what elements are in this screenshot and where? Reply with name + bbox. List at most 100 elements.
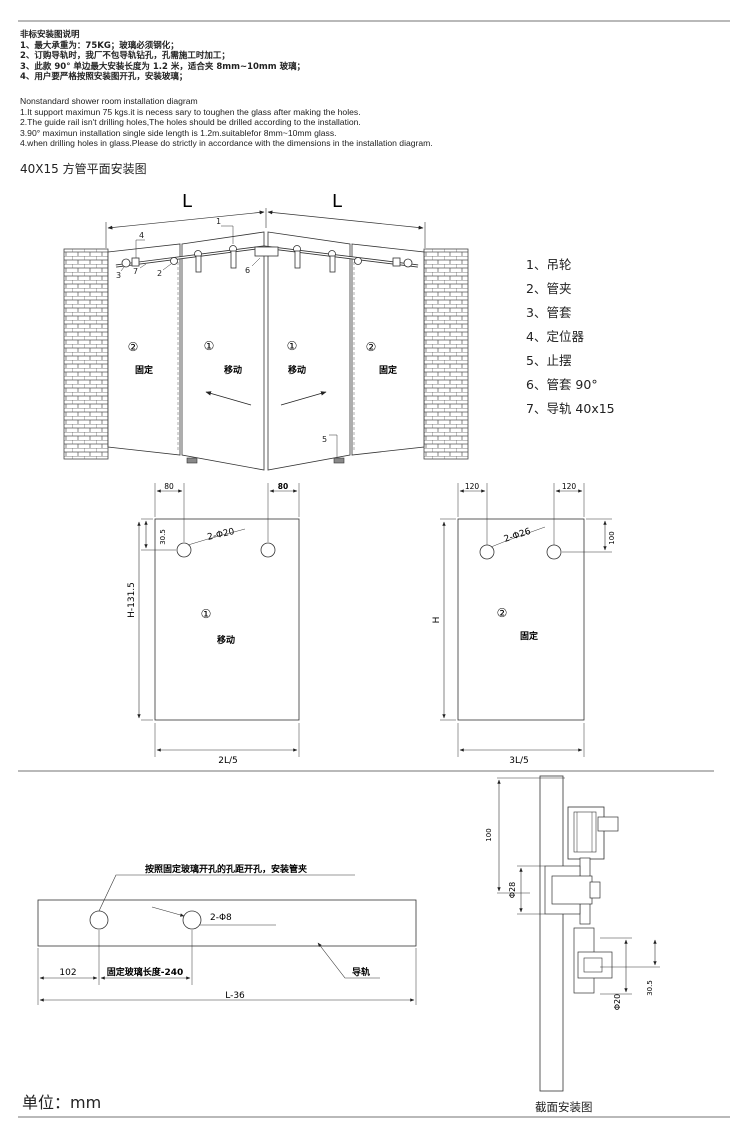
dim-line-right: [267, 210, 424, 230]
dim-text: Φ28: [508, 882, 517, 898]
dim-text: 120: [465, 482, 480, 491]
fixed-panel-detail: 120 120 100 2-Φ26 H ② 固定 3L/5: [432, 482, 616, 766]
panel-number: ②: [128, 340, 139, 354]
notes-en-line: 2.The guide rail isn't drilling holes,Th…: [20, 117, 361, 128]
panel-number: ②: [366, 340, 377, 354]
hanging-wheel-plate: [294, 250, 301, 269]
legend-item: 4、定位器: [526, 329, 584, 344]
dim-label-L: L: [332, 191, 342, 212]
dim-text: 102: [59, 968, 76, 978]
fixed-panel-right: [351, 243, 425, 456]
legend-item: 3、管套: [526, 305, 572, 320]
plan-view: L L 1 2 3 4 5 6 7 ② ① ① ② 固定: [63, 191, 469, 471]
corner-sleeve-icon: [254, 246, 279, 257]
rail-hole: [89, 910, 109, 930]
rail-note: 按照固定玻璃开孔的孔距开孔，安装管夹: [145, 863, 307, 875]
notes-cn-line: 2、订购导轨时，我厂不包导轨钻孔，孔需施工时加工；: [20, 51, 230, 61]
panel-number: ②: [497, 606, 508, 620]
dim-text: 80: [164, 482, 174, 491]
notes-cn: 非标安装图说明 1、最大承重为：75KG；玻璃必须钢化； 2、订购导轨时，我厂不…: [20, 30, 305, 83]
notes-cn-line: 3、此款 90° 单边最大安装长度为 1.2 米，适合夹 8mm~10mm 玻璃…: [20, 61, 306, 72]
locator-icon: [131, 257, 140, 267]
rail-hole: [182, 910, 202, 930]
dim-text: 100: [608, 531, 616, 544]
legend-item: 7、导轨 40x15: [526, 401, 615, 416]
section-detail: 100 Φ28 Φ20 30.5: [485, 775, 660, 1092]
notes-en-line: 4.when drilling holes in glass.Please do…: [20, 138, 433, 149]
pipe-sleeve-icon: [403, 258, 413, 268]
notes-cn-line: 1、最大承重为：75KG；玻璃必须钢化；: [20, 40, 179, 51]
rail-detail: 按照固定玻璃开孔的孔距开孔，安装管夹 2-Φ8 导轨 102 固定玻璃长度-24…: [37, 863, 417, 1005]
glass-hole: [546, 544, 562, 560]
panel-label: 固定: [520, 630, 539, 642]
callout-5: 5: [322, 435, 327, 444]
moving-panel-right: [267, 231, 351, 471]
glass-section: [539, 775, 564, 1092]
notes-en-line: 1.It support maximun 75 kgs.it is necess…: [20, 106, 361, 117]
dim-text: 100: [485, 828, 493, 841]
dim-text: 120: [562, 482, 577, 491]
dim-text: 固定玻璃长度-240: [107, 966, 184, 978]
dim-text: 80: [278, 482, 288, 491]
moving-glass-panel: [154, 518, 300, 721]
glass-hole: [260, 542, 276, 558]
callout-2: 2: [157, 269, 162, 278]
fixed-glass-panel: [457, 518, 585, 721]
legend-item: 5、止摆: [526, 353, 572, 368]
dim-line-left: [107, 210, 265, 230]
parts-legend: 1、吊轮 2、管夹 3、管套 4、定位器 5、止摆 6、管套 90° 7、导轨 …: [526, 253, 615, 421]
panel-label: 固定: [135, 364, 154, 376]
notes-cn-line: 4、用户要严格按照安装图开孔，安装玻璃；: [20, 72, 188, 82]
dim-text: H-131.5: [127, 582, 137, 618]
moving-panel-detail: 80 80 30.5 2-Φ20 H-131.5 ① 移动 2L/5: [127, 482, 300, 766]
pipe-sleeve-icon: [121, 258, 131, 268]
pipe-clip-icon: [354, 257, 362, 265]
rail-label: 导轨: [352, 966, 370, 978]
legend-item: 6、管套 90°: [526, 377, 598, 392]
panel-label: 固定: [379, 364, 398, 376]
moving-panel-left: [181, 231, 265, 471]
dim-label-L: L: [182, 191, 192, 212]
legend-item: 1、吊轮: [526, 257, 572, 272]
left-wall: [63, 248, 109, 460]
legend-item: 2、管夹: [526, 281, 572, 296]
panel-label: 移动: [224, 364, 242, 376]
hanging-wheel-plate: [230, 250, 237, 269]
callout-4: 4: [139, 231, 144, 240]
stopper-icon: [333, 457, 345, 464]
sliding-arrow-right: [280, 391, 327, 406]
unit-note: 单位：mm: [22, 1093, 102, 1112]
panel-label: 移动: [217, 634, 235, 646]
notes-en-title: Nonstandard shower room installation dia…: [20, 96, 198, 106]
callout-1: 1: [216, 217, 221, 226]
notes-cn-title: 非标安装图说明: [20, 30, 80, 40]
locator-icon: [392, 257, 401, 267]
dim-text: Φ20: [613, 994, 622, 1010]
glass-hole: [479, 544, 495, 560]
fixed-panel-left: [107, 243, 181, 456]
wheel-axle: [597, 816, 619, 832]
sliding-arrow-left: [205, 391, 252, 406]
plan-title: 40X15 方管平面安装图: [20, 162, 147, 176]
hanging-wheel-plate: [329, 255, 336, 273]
panel-number: ①: [287, 339, 298, 353]
dim-text: 30.5: [646, 980, 654, 996]
dim-text: 30.5: [159, 529, 167, 545]
callout-3: 3: [116, 271, 121, 280]
section-caption: 截面安装图: [535, 1100, 593, 1114]
notes-en-line: 3.90° maximun installation single side l…: [20, 127, 337, 138]
panel-label: 移动: [288, 364, 306, 376]
glass-hole: [176, 542, 192, 558]
pipe-clip-icon: [170, 257, 178, 265]
dim-text: 3L/5: [509, 756, 529, 766]
callout-7: 7: [133, 267, 138, 276]
dim-text: H: [432, 617, 442, 624]
note-leader: [98, 874, 355, 912]
notes-en: Nonstandard shower room installation dia…: [20, 96, 433, 149]
callout-6: 6: [245, 266, 250, 275]
panel-number: ①: [204, 339, 215, 353]
dim-text: 2L/5: [218, 756, 238, 766]
right-wall: [423, 248, 469, 460]
stopper-icon: [186, 457, 198, 464]
